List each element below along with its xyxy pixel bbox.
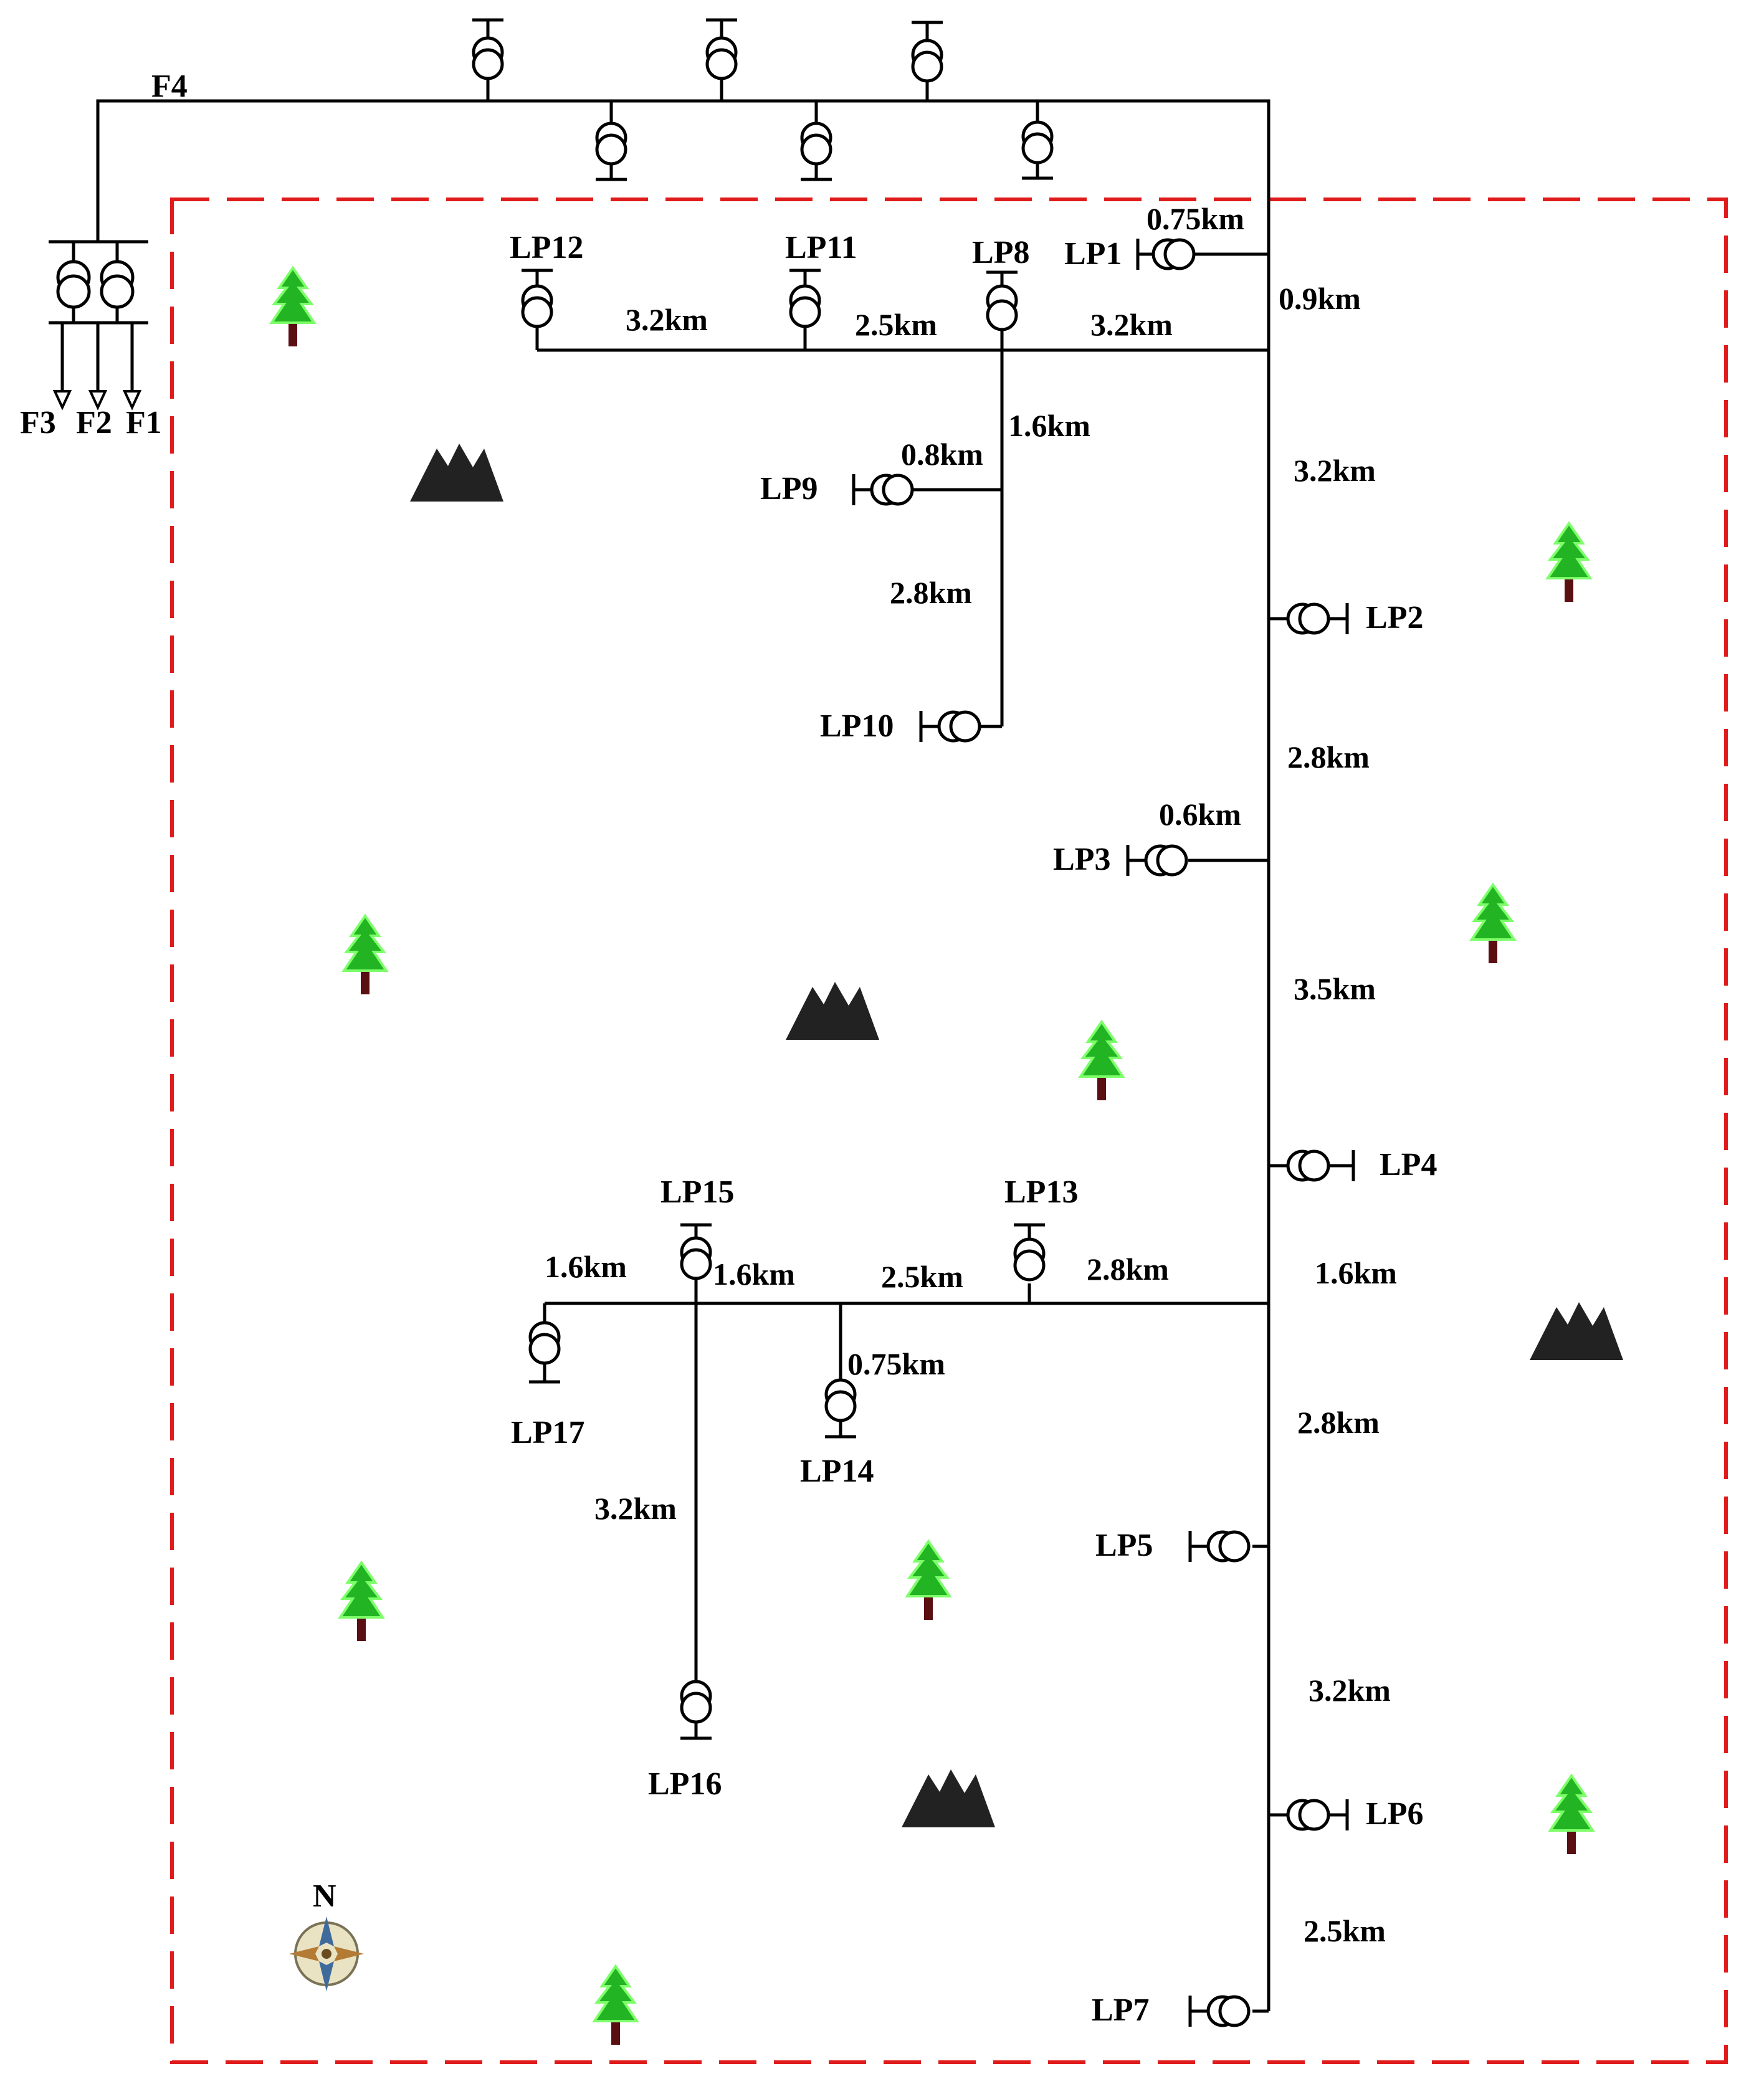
mountain-icon <box>1530 1302 1623 1360</box>
distance-label: 0.75km <box>1147 201 1244 236</box>
distance-label: 0.75km <box>847 1346 945 1381</box>
lp2-transformer-icon <box>1286 602 1349 635</box>
tree-icon <box>270 267 315 348</box>
lp3-label: LP3 <box>1053 842 1110 877</box>
lp7-transformer-icon <box>1188 1995 1251 2027</box>
distance-label: 0.6km <box>1159 797 1241 832</box>
lp8-transformer-icon <box>986 270 1018 331</box>
distance-label: 1.6km <box>1008 408 1090 443</box>
mountain-icon <box>410 444 503 502</box>
lp17-label: LP17 <box>511 1415 584 1450</box>
transformer-icon <box>472 18 504 80</box>
substation-transformer-icon <box>56 260 135 309</box>
transformer-icon <box>911 21 943 83</box>
distance-label: 0.8km <box>901 437 983 472</box>
distance-label: 2.5km <box>1304 1913 1386 1948</box>
lp13-transformer-icon <box>1013 1223 1046 1282</box>
distance-label: 2.8km <box>1297 1405 1380 1440</box>
lp1-transformer-icon <box>1136 238 1196 270</box>
transformers <box>56 18 1355 2027</box>
lp8-label: LP8 <box>972 235 1029 270</box>
lp13-label: LP13 <box>1004 1174 1078 1210</box>
distance-label: 3.2km <box>626 302 708 337</box>
mountains <box>410 444 1623 1827</box>
tree-icon <box>343 915 388 996</box>
feeder-label-f4: F4 <box>151 69 188 104</box>
lp1-label: LP1 <box>1064 236 1122 272</box>
lp14-transformer-icon <box>824 1378 857 1439</box>
distance-label: 3.5km <box>1294 971 1376 1006</box>
mountain-icon <box>786 982 879 1040</box>
distance-label: 2.5km <box>881 1259 963 1294</box>
lp4-transformer-icon <box>1286 1149 1355 1182</box>
transformer-icon <box>1021 120 1054 180</box>
feeder-label-f3: F3 <box>20 405 56 440</box>
lp10-label: LP10 <box>820 708 894 744</box>
tree-icon <box>339 1561 384 1642</box>
distance-label: 1.6km <box>545 1249 627 1284</box>
compass-north-label: N <box>313 1878 336 1914</box>
distance-label: 3.2km <box>594 1491 677 1526</box>
distance-label: 2.5km <box>855 307 937 342</box>
lp6-label: LP6 <box>1366 1796 1423 1832</box>
distance-label: 2.8km <box>1287 740 1370 774</box>
distance-label: 3.2km <box>1294 453 1376 488</box>
tree-icon <box>1471 883 1515 964</box>
mountain-icon <box>902 1769 995 1827</box>
lp3-transformer-icon <box>1126 844 1188 877</box>
distance-label: 3.2km <box>1090 307 1173 342</box>
transformer-icon <box>595 121 627 181</box>
compass-rose-icon <box>289 1916 364 1991</box>
lp11-label: LP11 <box>785 230 857 265</box>
tree-icon <box>1079 1021 1124 1102</box>
distance-label: 2.8km <box>890 575 972 610</box>
study-area-boundary <box>170 198 1728 2064</box>
lp14-label: LP14 <box>800 1454 874 1489</box>
distance-label: 1.6km <box>713 1257 795 1292</box>
distance-label: 1.6km <box>1315 1255 1397 1290</box>
distance-label: 0.9km <box>1279 281 1361 316</box>
feeder-lines <box>49 78 1289 2013</box>
tree-icon <box>1547 522 1591 603</box>
distance-label: 3.2km <box>1309 1673 1391 1708</box>
lp11-transformer-icon <box>789 269 821 328</box>
lp15-label: LP15 <box>660 1174 734 1210</box>
feeder-label-f1: F1 <box>126 405 162 440</box>
lp12-transformer-icon <box>521 269 553 328</box>
lp7-label: LP7 <box>1092 1992 1149 2028</box>
lp4-label: LP4 <box>1380 1147 1437 1183</box>
transformer-icon <box>705 18 738 80</box>
lp9-label: LP9 <box>760 471 818 507</box>
lp2-label: LP2 <box>1366 600 1423 635</box>
lp12-label: LP12 <box>510 230 583 265</box>
lp6-transformer-icon <box>1286 1799 1349 1831</box>
feeder-label-f2: F2 <box>76 405 112 440</box>
tree-icon <box>906 1540 951 1621</box>
lp16-label: LP16 <box>648 1766 722 1802</box>
tree-icon <box>593 1965 638 2046</box>
lp15-transformer-icon <box>680 1223 712 1280</box>
lp10-transformer-icon <box>919 710 981 743</box>
lp5-label: LP5 <box>1095 1528 1153 1563</box>
lp5-transformer-icon <box>1188 1530 1251 1563</box>
lp9-transformer-icon <box>852 474 926 506</box>
lp16-transformer-icon <box>680 1680 712 1740</box>
transformer-icon <box>800 121 832 181</box>
distance-label: 2.8km <box>1087 1252 1169 1287</box>
lp17-transformer-icon <box>528 1321 561 1384</box>
tree-icon <box>1549 1774 1594 1855</box>
